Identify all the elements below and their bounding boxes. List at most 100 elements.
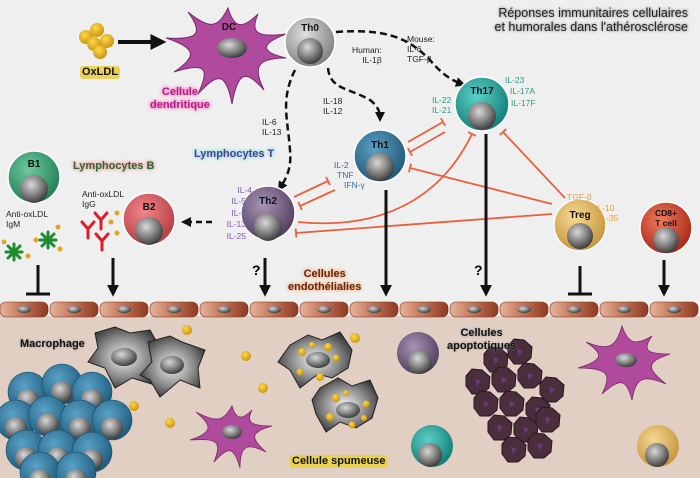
inhibition-lines bbox=[293, 117, 566, 238]
dendritic-cell-intima bbox=[189, 404, 273, 469]
cytokine: IL-6 bbox=[407, 43, 422, 54]
th2-cell bbox=[240, 185, 296, 241]
dendritic-cell bbox=[165, 6, 287, 105]
free-oxldl-dots bbox=[129, 325, 360, 428]
endothelial-label-line-2: endothélialies bbox=[288, 280, 362, 293]
cytokine: IL-35 bbox=[599, 213, 619, 224]
dendritic-cell-right bbox=[577, 324, 671, 401]
b1-label: B1 bbox=[27, 159, 41, 170]
foam-cell-label: Cellule spumeuse bbox=[290, 455, 388, 468]
endothelial-cell bbox=[249, 301, 299, 318]
endothelial-cell bbox=[599, 301, 649, 318]
cytokine: IL-17F bbox=[511, 97, 536, 108]
dc-caption-line-2: dendritique bbox=[150, 98, 210, 111]
cytokine: IL-18 bbox=[323, 96, 343, 106]
species-label: Human: bbox=[352, 45, 382, 55]
cytokine: IL-21 bbox=[432, 104, 452, 115]
th0-to-th2-arrow bbox=[277, 69, 297, 192]
th17-cell bbox=[454, 76, 510, 132]
endothelial-cell bbox=[549, 301, 599, 318]
macrophage-label: Macrophage bbox=[20, 338, 85, 350]
apoptotic-cell-cluster bbox=[465, 338, 565, 463]
species-label: Mouse: bbox=[407, 34, 435, 44]
igg-bound-oxldl bbox=[108, 210, 120, 236]
cytokine: IL-6 bbox=[262, 117, 277, 127]
oxldl-label: OxLDL bbox=[80, 66, 121, 79]
unknown-effect-th17: ? bbox=[474, 262, 483, 278]
b2-cell bbox=[122, 192, 176, 246]
endothelial-cell bbox=[299, 301, 349, 318]
b2-label: B2 bbox=[142, 202, 156, 213]
apoptotic-body bbox=[517, 362, 543, 389]
endothelial-cell bbox=[399, 301, 449, 318]
endothelial-cell bbox=[0, 301, 49, 318]
igm-antibodies bbox=[4, 230, 58, 262]
cytokine: IL-5 bbox=[231, 196, 246, 207]
dc-label: DC bbox=[221, 22, 237, 33]
cytokine: IL-12 bbox=[323, 105, 343, 116]
endothelial-cell bbox=[99, 301, 149, 318]
cytokines-th17-left: IL-22 IL-21 bbox=[432, 95, 452, 116]
th0-to-th17-arrow bbox=[335, 30, 466, 87]
endothelial-cell bbox=[499, 301, 549, 318]
apoptotic-body bbox=[507, 338, 533, 365]
apoptotic-body bbox=[473, 390, 499, 417]
cytokine: IL-10 bbox=[595, 202, 615, 213]
apoptotic-label-line-1: Cellules bbox=[460, 327, 503, 339]
th0-to-th1-arrow bbox=[326, 67, 385, 122]
cytokines-th17-right: IL-23 IL-17A IL-17F bbox=[505, 75, 536, 109]
title-line-1: Réponses immunitaires cellulaires bbox=[498, 6, 688, 20]
apoptotic-body bbox=[535, 406, 561, 433]
igg-label-line-1: Anti-oxLDL bbox=[82, 189, 125, 199]
diagram-title: Réponses immunitaires cellulaires et hum… bbox=[495, 6, 688, 35]
apoptotic-label-line-2: apoptotiques bbox=[447, 339, 517, 352]
endothelial-label-line-1: Cellules bbox=[303, 268, 346, 280]
cd8-label-line-2: T cell bbox=[655, 218, 677, 228]
cytokines-th1: IL-2 TNF IFN-γ bbox=[334, 160, 365, 190]
igm-label-line-2: IgM bbox=[6, 218, 21, 229]
apoptotic-body bbox=[527, 432, 553, 459]
cytokine: IL-1β bbox=[362, 54, 382, 65]
dc-caption: Cellule dendritique bbox=[150, 86, 210, 111]
title-line-2: et humorales dans l'athérosclérose bbox=[494, 20, 688, 35]
cytokines-mouse: Mouse: IL-6 TGF-β bbox=[407, 34, 435, 64]
cytokine: IL-25 bbox=[226, 230, 246, 241]
cytokine: TNF bbox=[337, 169, 354, 180]
endothelial-cell bbox=[149, 301, 199, 318]
cytokine: TGF-β bbox=[407, 53, 432, 64]
cytokine: IL-4 bbox=[237, 185, 252, 195]
th1-label: Th1 bbox=[371, 140, 389, 151]
apoptotic-th2-cell bbox=[397, 332, 439, 374]
apoptotic-body bbox=[499, 390, 525, 417]
oxldl-particles bbox=[79, 23, 114, 59]
endothelial-cell bbox=[449, 301, 499, 318]
cytokines-treg: TGF-β IL-10 IL-35 bbox=[567, 192, 618, 224]
blue-cell bbox=[91, 399, 133, 441]
cd8-label-line-1: CD8+ bbox=[655, 208, 677, 218]
cytokine: IL-13 bbox=[262, 126, 282, 137]
igm-label: Anti-oxLDL IgM bbox=[6, 209, 49, 230]
treg-label: Treg bbox=[569, 210, 591, 221]
cd8-label: CD8+ T cell bbox=[648, 208, 684, 228]
cytokine: IL-9 bbox=[231, 207, 246, 218]
igg-label: Anti-oxLDL IgG bbox=[82, 189, 125, 210]
blue-cell bbox=[19, 451, 61, 478]
endothelial-cell bbox=[349, 301, 399, 318]
cytokine: IL-13 bbox=[226, 219, 246, 230]
endothelial-cell bbox=[49, 301, 99, 318]
cytokines-th2: IL-4 IL-5 IL-9 IL-13 IL-25 bbox=[218, 185, 252, 242]
apoptotic-body bbox=[483, 346, 509, 373]
cytokine: IFN-γ bbox=[344, 179, 365, 190]
lymphocytes-t-label: Lymphocytes T bbox=[194, 148, 275, 160]
th0-cell bbox=[284, 16, 336, 68]
cytokines-th0-to-th1: IL-18 IL-12 bbox=[323, 96, 343, 117]
cytokine: IL-2 bbox=[334, 160, 349, 170]
cd8-t-cell bbox=[639, 201, 693, 255]
th17-label: Th17 bbox=[470, 86, 494, 97]
th1-cell bbox=[353, 129, 407, 183]
apoptotic-cells-label: Cellules apoptotiques bbox=[447, 327, 516, 352]
th2-label: Th2 bbox=[259, 196, 277, 207]
foam-cells bbox=[277, 331, 379, 433]
igm-label-line-1: Anti-oxLDL bbox=[6, 209, 49, 219]
